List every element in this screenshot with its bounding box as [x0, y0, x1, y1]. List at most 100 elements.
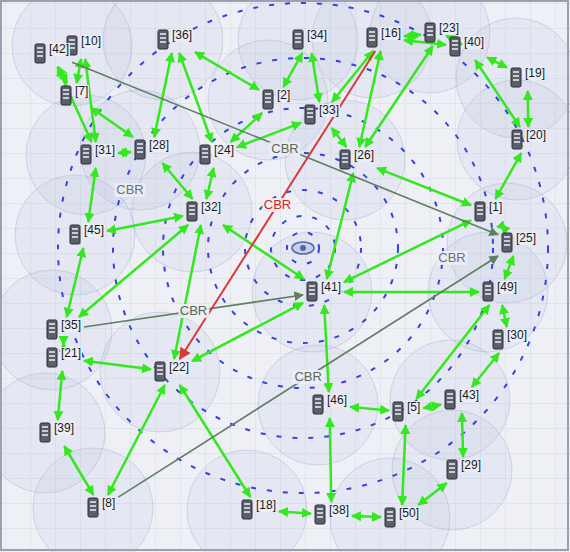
- wireless-link: [462, 413, 463, 457]
- network-node: [33]: [303, 104, 340, 126]
- node-icon: [38, 422, 52, 444]
- network-node: [22]: [153, 361, 190, 383]
- wireless-link: [526, 91, 529, 127]
- node-icon: [510, 129, 524, 151]
- node-id-label: [50]: [398, 507, 420, 520]
- network-node: [1]: [473, 201, 503, 223]
- node-id-label: [38]: [328, 504, 350, 517]
- node-icon: [59, 85, 73, 107]
- node-id-label: [40]: [463, 36, 485, 49]
- node-id-label: [20]: [525, 129, 547, 142]
- edge-label: CBR: [292, 370, 323, 384]
- wireless-link: [352, 516, 381, 517]
- wireless-link: [206, 168, 213, 199]
- wireless-link: [283, 53, 302, 87]
- node-icon: [79, 144, 93, 166]
- node-id-label: [42]: [48, 43, 70, 56]
- signal-rings: [58, 3, 548, 493]
- network-node: [19]: [509, 67, 546, 89]
- network-node: [24]: [198, 144, 235, 166]
- wireless-link: [179, 53, 212, 142]
- cbr-flow: [72, 62, 498, 234]
- network-node: [18]: [240, 499, 277, 521]
- network-node: [35]: [45, 319, 82, 341]
- node-icon: [305, 281, 319, 303]
- node-id-label: [36]: [171, 29, 193, 42]
- node-id-label: [21]: [60, 347, 82, 360]
- wireless-link: [64, 446, 93, 495]
- node-id-label: [32]: [200, 201, 222, 214]
- node-id-label: [26]: [353, 149, 375, 162]
- network-node: [46]: [311, 394, 348, 416]
- node-id-label: [30]: [506, 329, 528, 342]
- wireless-link: [195, 52, 259, 90]
- network-node: [30]: [491, 329, 528, 351]
- node-icon: [185, 201, 199, 223]
- network-node: [26]: [338, 149, 375, 171]
- cbr-flow: [84, 295, 303, 327]
- network-node: [40]: [448, 36, 485, 58]
- node-icon: [68, 224, 82, 246]
- wireless-link: [501, 225, 506, 230]
- node-icon: [473, 201, 487, 223]
- wireless-link: [108, 385, 165, 495]
- wireless-link: [402, 425, 406, 505]
- node-icon: [303, 104, 317, 126]
- node-id-label: [16]: [380, 27, 402, 40]
- wireless-link: [404, 35, 421, 36]
- wireless-link: [107, 216, 183, 231]
- node-id-label: [2]: [276, 89, 291, 102]
- wireless-link: [350, 407, 389, 411]
- wireless-link: [79, 225, 188, 317]
- network-node: [8]: [86, 497, 116, 519]
- node-icon: [491, 329, 505, 351]
- node-icon: [156, 29, 170, 51]
- network-node: [42]: [33, 43, 70, 65]
- wireless-link: [332, 128, 347, 147]
- wireless-link: [327, 173, 354, 279]
- node-icon: [338, 149, 352, 171]
- wireless-link: [330, 418, 332, 502]
- node-id-label: [24]: [213, 144, 235, 157]
- node-id-label: [7]: [74, 85, 89, 98]
- node-id-label: [41]: [320, 281, 342, 294]
- wireless-link: [495, 153, 521, 199]
- wireless-link: [418, 483, 446, 505]
- node-icon: [45, 347, 59, 369]
- network-node: [36]: [156, 29, 193, 51]
- node-icon: [500, 232, 514, 254]
- center-source-icon: [292, 242, 314, 254]
- node-id-label: [19]: [524, 67, 546, 80]
- network-node: [2]: [261, 89, 291, 111]
- wireless-link: [88, 168, 95, 222]
- node-id-label: [35]: [60, 319, 82, 332]
- network-node: [31]: [79, 144, 116, 166]
- wireless-link: [423, 404, 441, 408]
- node-icon: [391, 401, 405, 423]
- wireless-link: [91, 108, 133, 137]
- node-icon: [133, 139, 147, 161]
- network-node: [25]: [500, 232, 537, 254]
- wireless-link: [162, 163, 192, 199]
- node-id-label: [33]: [318, 104, 340, 117]
- wireless-link: [344, 220, 471, 282]
- network-node: [7]: [59, 85, 89, 107]
- network-node: [39]: [38, 422, 75, 444]
- network-node: [29]: [445, 459, 482, 481]
- node-icon: [153, 361, 167, 383]
- wireless-link: [472, 353, 499, 387]
- network-node: [41]: [305, 281, 342, 303]
- node-id-label: [22]: [168, 361, 190, 374]
- network-node: [38]: [313, 504, 350, 526]
- wireless-link: [332, 51, 373, 102]
- wireless-link: [118, 152, 131, 153]
- network-node: [28]: [133, 139, 170, 161]
- wireless-link: [77, 59, 81, 83]
- node-id-label: [34]: [306, 29, 328, 42]
- node-icon: [45, 319, 59, 341]
- wireless-link: [279, 511, 311, 513]
- node-icon: [313, 504, 327, 526]
- edge-label: CBR: [269, 142, 300, 156]
- network-node: [10]: [65, 35, 102, 57]
